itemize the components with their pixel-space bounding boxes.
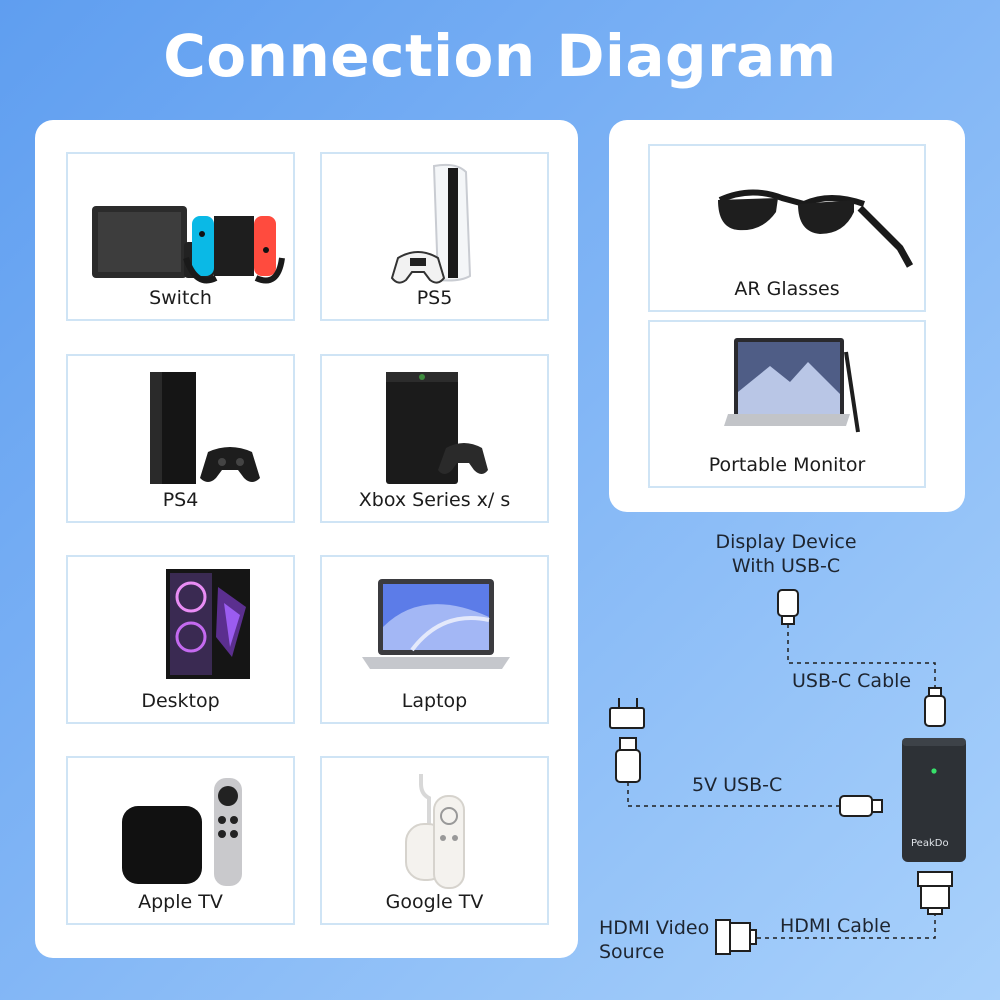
hdmi-cable-line [755, 912, 936, 939]
ar-glasses-icon [718, 189, 914, 268]
hdmi-cable-label: HDMI Cable [780, 915, 891, 937]
card-google-tv: Google TV [320, 756, 549, 925]
power-adapter-icon [609, 698, 645, 783]
sources-panel: Switch PS5 PS4 Xbox Series x/ s [35, 120, 578, 958]
apple-tv-icon [122, 778, 242, 886]
ps4-console-icon [150, 372, 260, 484]
usbc-cable-line [787, 624, 936, 688]
display-device-label: Display Device With USB-C [696, 530, 876, 578]
source-label-desktop: Desktop [141, 690, 220, 712]
hdmi-plug-source-icon [715, 919, 757, 955]
display-device-line2: With USB-C [731, 555, 841, 577]
ps5-console-icon [390, 163, 472, 284]
adapter-device-icon [902, 738, 966, 862]
usbc-cable-label: USB-C Cable [792, 670, 912, 692]
source-label-switch: Switch [149, 287, 212, 309]
card-laptop: Laptop [320, 555, 549, 724]
displays-panel: AR Glasses Portable Monitor [609, 120, 965, 512]
adapter-led-icon [931, 768, 937, 774]
display-device-line1: Display Device [715, 531, 857, 553]
laptop-icon [362, 579, 510, 669]
card-portable-monitor: Portable Monitor [648, 320, 926, 488]
power-label: 5V USB-C [692, 774, 783, 796]
source-label-ps4: PS4 [162, 489, 199, 511]
hdmi-source-label: HDMI Video Source [599, 916, 709, 964]
usbc-plug-adapter-icon [924, 687, 946, 727]
card-ps4: PS4 [66, 354, 295, 523]
page-title: Connection Diagram [163, 22, 837, 90]
hdmi-source-line1: HDMI Video [599, 917, 710, 939]
card-ar-glasses: AR Glasses [648, 144, 926, 312]
card-desktop: Desktop [66, 555, 295, 724]
source-label-apple-tv: Apple TV [138, 891, 223, 913]
card-ps5: PS5 [320, 152, 549, 321]
hdmi-plug-adapter-icon [917, 871, 953, 915]
hdmi-source-line2: Source [599, 941, 665, 963]
card-apple-tv: Apple TV [66, 756, 295, 925]
card-xbox: Xbox Series x/ s [320, 354, 549, 523]
google-tv-icon [405, 774, 465, 889]
source-label-laptop: Laptop [401, 690, 468, 712]
card-switch: Switch [66, 152, 295, 321]
display-label-portable-monitor: Portable Monitor [708, 454, 866, 476]
usbc-plug-side-icon [839, 795, 883, 817]
portable-monitor-icon [724, 338, 860, 433]
power-cable-line [627, 782, 840, 807]
source-label-google-tv: Google TV [385, 891, 484, 913]
source-label-ps5: PS5 [416, 287, 453, 309]
usbc-plug-top-icon [777, 589, 799, 625]
display-label-ar-glasses: AR Glasses [734, 278, 840, 300]
source-label-xbox: Xbox Series x/ s [358, 489, 511, 511]
switch-console-icon [92, 206, 285, 284]
adapter-brand-label: PeakDo [911, 838, 949, 849]
desktop-pc-icon [166, 569, 250, 679]
xbox-console-icon [386, 372, 488, 484]
